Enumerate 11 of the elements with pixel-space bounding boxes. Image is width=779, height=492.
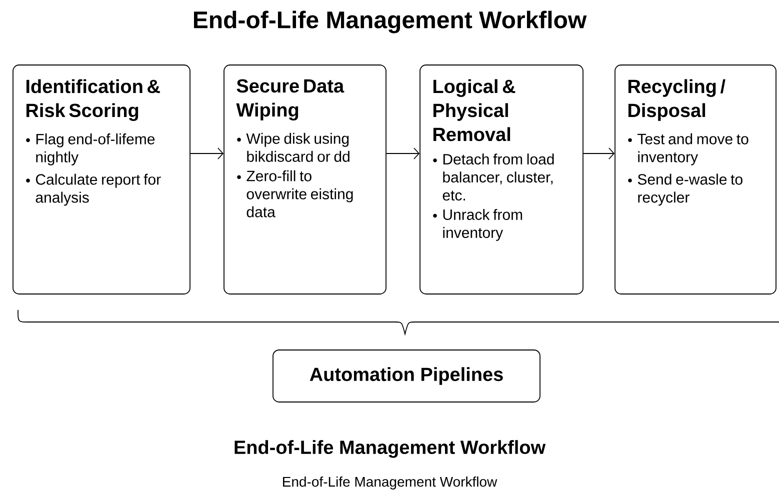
- arrow: [190, 148, 224, 160]
- subtitle: End-of-Life Management Workflow: [234, 440, 546, 458]
- title: End-of-Life Management Workflow: [194, 10, 587, 34]
- step-box: Identification & Risk Scoring Flag end-of-lifeme nightly Calculate report for analysis: [12, 64, 190, 294]
- step-box: Recycling / Disposal Test and move to inventory Send e-wasle to recycler: [614, 64, 776, 294]
- step-box: Automation Pipelines: [272, 350, 540, 402]
- step-box: Logical & Physical Removal Detach from load balancer, cluster, etc. Unrack from inventory: [420, 64, 584, 294]
- caption: End-of-Life Management Workflow: [283, 476, 498, 490]
- step-box: Secure Data Wiping Wipe disk using bikdiscard or dd Zero-fill to overwrite eisting data: [224, 64, 386, 294]
- arrow: [583, 148, 615, 160]
- arrow: [386, 148, 420, 160]
